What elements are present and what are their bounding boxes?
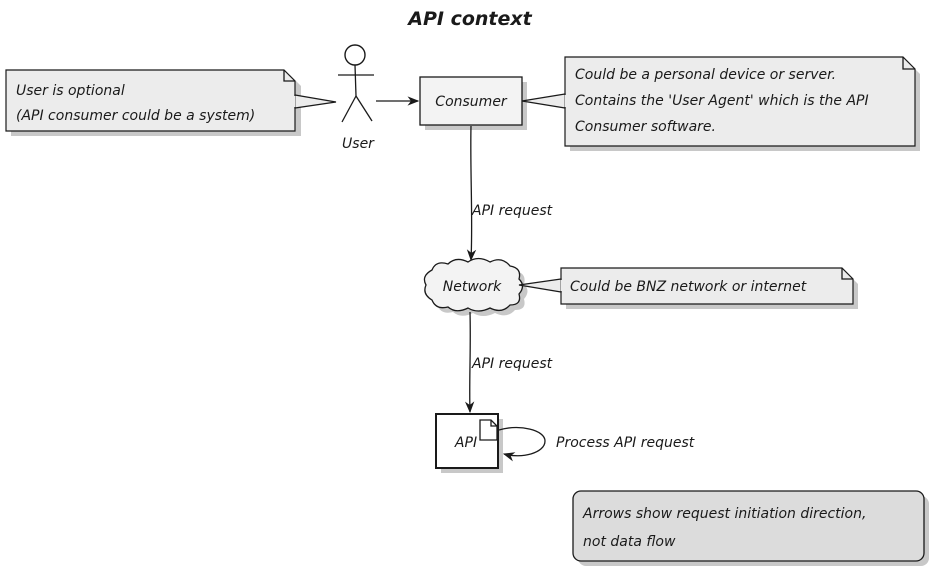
edge-network-api-label: API request [471,356,553,372]
api-node: API [435,413,503,473]
document-icon [479,419,498,441]
user-note-line-1: User is optional [16,83,125,99]
consumer-note-line-3: Consumer software. [575,119,716,135]
user-note: User is optional (API consumer could be … [5,69,337,136]
api-label: API [454,435,477,451]
network-label: Network [443,279,502,295]
edge-network-api [464,311,475,414]
consumer-node: Consumer [419,76,527,130]
consumer-label: Consumer [435,94,508,110]
legend-line-2: not data flow [583,534,676,550]
legend-note: Arrows show request initiation direction… [572,490,929,566]
user-label: User [342,136,375,152]
consumer-note: Could be a personal device or server. Co… [521,56,920,151]
consumer-note-pointer [521,93,566,109]
consumer-note-line-2: Contains the 'User Agent' which is the A… [575,93,869,109]
consumer-note-line-1: Could be a personal device or server. [575,67,836,83]
edge-consumer-network [466,125,477,262]
legend-line-1: Arrows show request initiation direction… [582,506,866,522]
edge-consumer-network-label: API request [471,203,553,219]
edge-api-self [498,426,546,462]
user-note-pointer [294,94,337,109]
user-note-line-2: (API consumer could be a system) [16,108,255,124]
diagram-title: API context [406,8,532,30]
edge-api-self-label: Process API request [556,435,695,451]
network-note: Could be BNZ network or internet [518,267,858,309]
network-node: Network [423,257,528,316]
network-note-line-1: Could be BNZ network or internet [570,279,807,295]
user-actor-icon [338,44,374,123]
